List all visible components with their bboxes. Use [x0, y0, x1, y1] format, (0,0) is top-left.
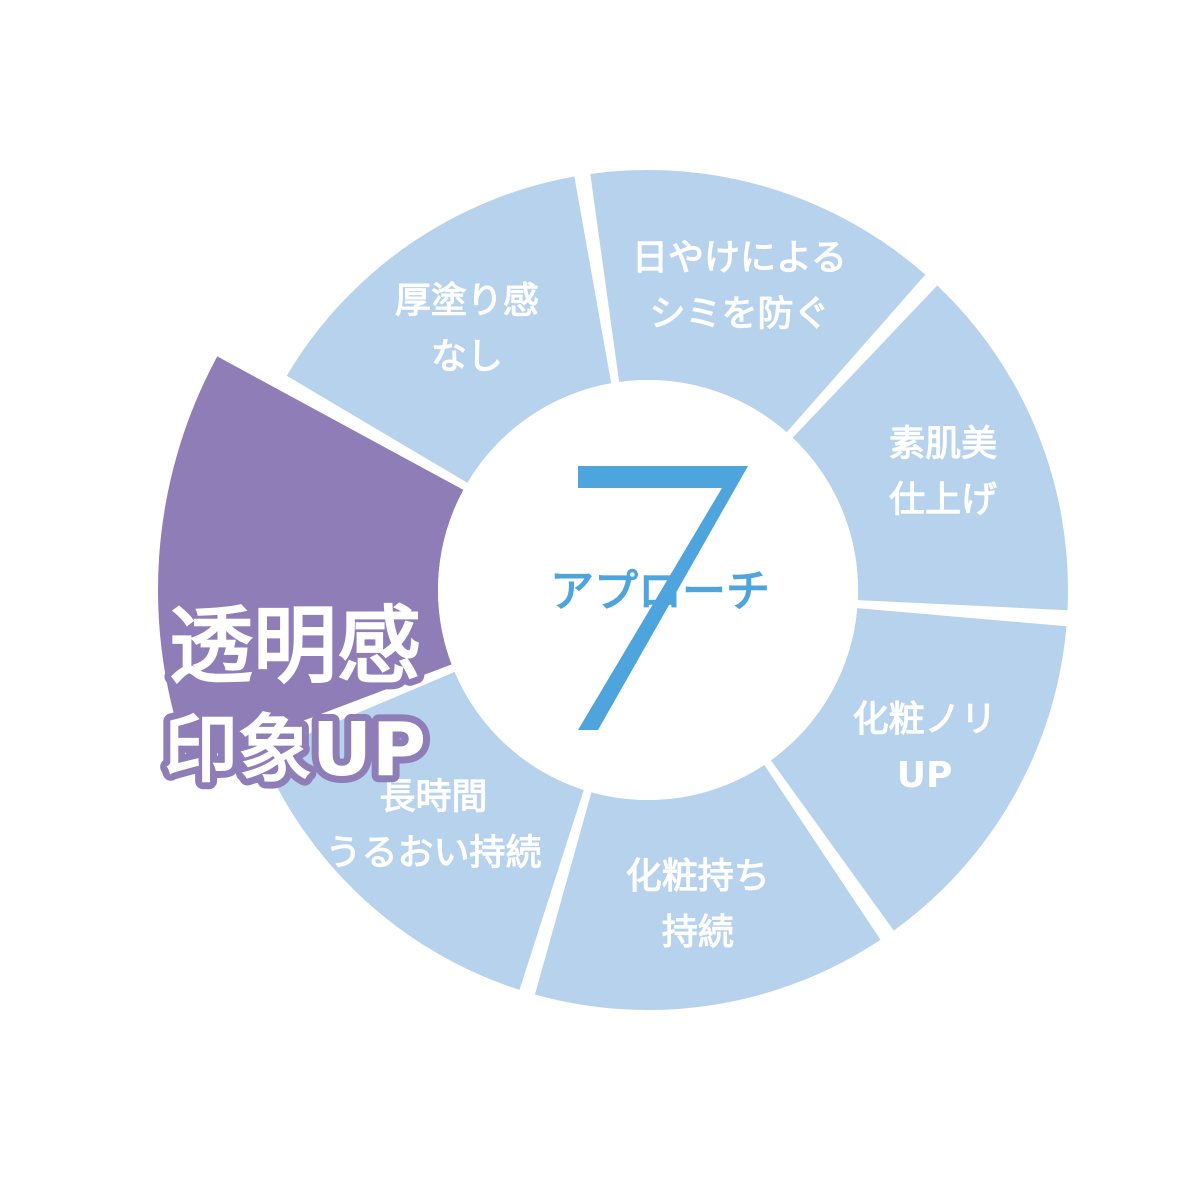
- segment-label-line: うるおい持続: [325, 833, 541, 874]
- seven-number-glyph: [578, 466, 748, 730]
- segment-label: 化粧持ち持続: [626, 856, 770, 953]
- segment: [770, 608, 1067, 931]
- segment-label-line: UP: [897, 755, 953, 796]
- highlight-segment-label-line: 透明感: [169, 597, 421, 695]
- segment: [286, 176, 612, 483]
- segment-label: 長時間うるおい持続: [325, 777, 541, 874]
- segments-layer: [157, 169, 1068, 1010]
- segment-label-line: 厚塗り感: [395, 280, 539, 322]
- segment-label-line: 素肌美: [889, 424, 997, 465]
- highlight-segment-label-line: 印象UP: [164, 707, 426, 793]
- segment-label-line: 持続: [662, 912, 734, 953]
- segment-label-line: なし: [431, 337, 503, 378]
- segment-label-line: 化粧ノリ: [853, 699, 997, 740]
- center-layer: アプローチ: [438, 380, 858, 800]
- segment-label-line: シミを防ぐ: [649, 293, 829, 334]
- segment: [534, 764, 881, 1010]
- segment-label-line: 長時間: [379, 777, 487, 818]
- segment-label: 素肌美仕上げ: [889, 424, 997, 521]
- segment: [792, 285, 1068, 611]
- highlight-segment-label: 透明感印象UP: [164, 597, 426, 793]
- segment-label: 化粧ノリ UP: [853, 699, 997, 796]
- segment-label-line: 仕上げ: [889, 480, 997, 521]
- segment: [590, 169, 926, 433]
- segment-highlight: [157, 356, 464, 764]
- segment-label: 厚塗り感なし: [395, 280, 539, 378]
- center-label: アプローチ: [550, 566, 770, 617]
- segment-label: 日やけによるシミを防ぐ: [632, 237, 847, 334]
- center-disc: [438, 380, 858, 800]
- segment: [261, 671, 584, 990]
- segment-label-line: 日やけによる: [632, 237, 847, 278]
- segment-label-line: 化粧持ち: [626, 856, 770, 897]
